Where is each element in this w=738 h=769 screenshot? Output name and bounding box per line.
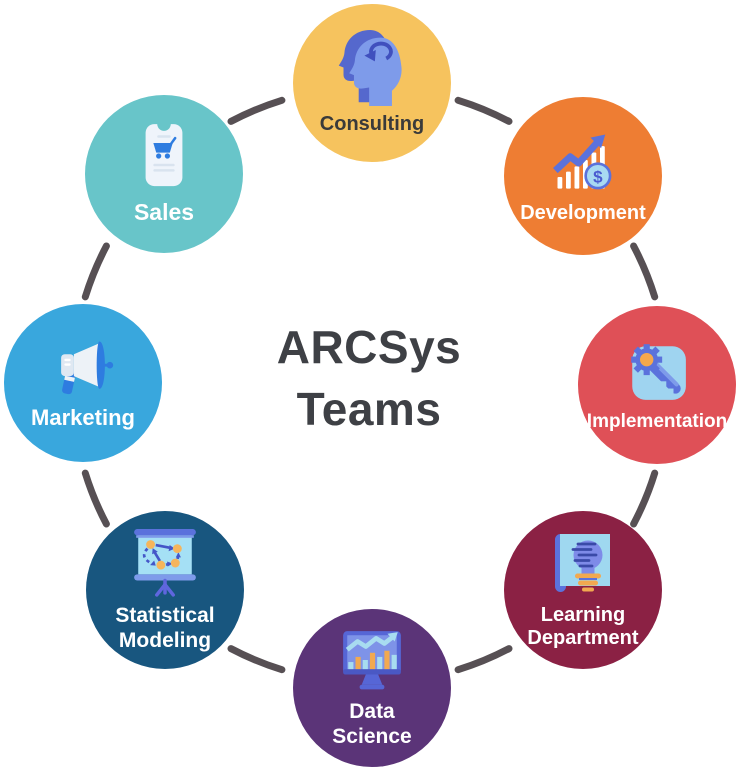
shopping-phone-icon — [133, 117, 195, 192]
team-label: Marketing — [31, 404, 135, 430]
team-label: Implementation — [586, 410, 728, 432]
team-node-statistical-modeling: Statistical Modeling — [86, 511, 244, 669]
team-node-consulting: Consulting — [293, 4, 451, 162]
analytics-monitor-icon — [339, 627, 405, 693]
team-label: Data Science — [332, 700, 412, 748]
team-label: Statistical Modeling — [115, 604, 215, 652]
team-label: Consulting — [319, 113, 425, 135]
team-node-data-science: Data Science — [293, 609, 451, 767]
team-node-development: $ Development — [504, 97, 662, 255]
team-node-learning-department: Learning Department — [504, 511, 662, 669]
diagram-title: ARCSys Teams — [276, 321, 462, 435]
network-board-icon — [132, 527, 198, 598]
thinking-head-icon — [334, 30, 410, 110]
growth-chart-coin-icon: $ — [549, 127, 617, 195]
idea-scroll-icon — [551, 531, 615, 597]
team-node-implementation: Implementation — [578, 306, 736, 464]
team-label: Sales — [133, 199, 195, 226]
gear-key-icon — [624, 338, 690, 404]
team-node-sales: Sales — [85, 95, 243, 253]
team-label: Development — [520, 202, 646, 224]
svg-text:$: $ — [593, 167, 603, 186]
team-node-marketing: Marketing — [4, 304, 162, 462]
team-label: Learning Department — [527, 603, 639, 649]
megaphone-icon — [48, 336, 118, 398]
